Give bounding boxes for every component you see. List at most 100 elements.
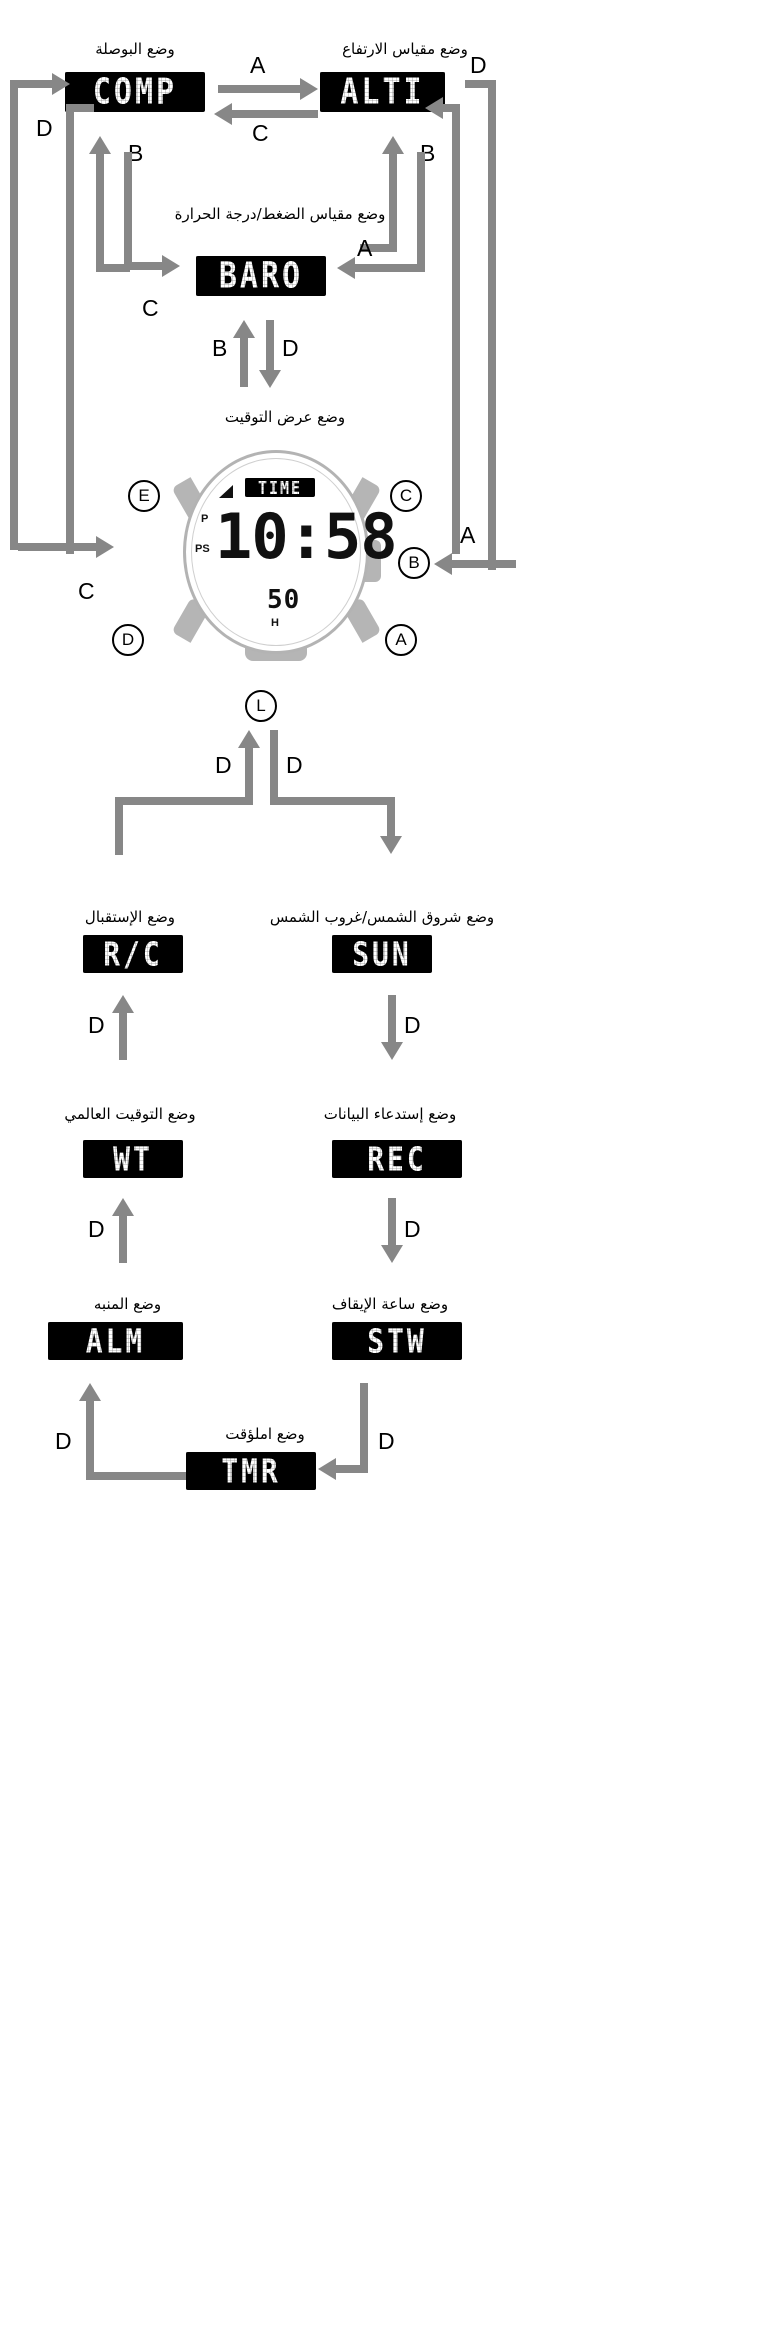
arrow-a-into-b-shaft bbox=[452, 560, 516, 568]
arrow-rc-up-shaft bbox=[119, 1010, 127, 1060]
mode-chip-comp-label: COMP bbox=[92, 71, 178, 113]
arrow-label-d-rc: D bbox=[88, 1012, 105, 1038]
mode-chip-wt[interactable]: WT bbox=[83, 1140, 183, 1178]
mode-chip-alti-label: ALTI bbox=[340, 71, 425, 113]
arrow-label-d-left: D bbox=[36, 115, 53, 141]
watch-button-label-a[interactable]: A bbox=[385, 624, 417, 656]
watch-button-label-d[interactable]: D bbox=[112, 624, 144, 656]
arrow-d-time-baro-shaft bbox=[266, 320, 274, 372]
arrow-d-branch-horizontal-right bbox=[270, 797, 395, 805]
mode-chip-stw[interactable]: STW bbox=[332, 1322, 462, 1360]
arrow-label-d-left-branch: D bbox=[215, 752, 232, 778]
arrow-c-comp-baro-head bbox=[162, 255, 180, 277]
watch-button-label-c[interactable]: C bbox=[390, 480, 422, 512]
arrow-a-right-vertical bbox=[452, 104, 460, 554]
watch-indicator-ps: PS bbox=[195, 543, 210, 555]
arrow-alm-up-shaft bbox=[86, 1398, 94, 1480]
arrow-c-comp-baro-vertical bbox=[124, 152, 132, 262]
stw-mode-caption: وضع ساعة الإيقاف bbox=[331, 1295, 449, 1313]
watch-indicator-triangle bbox=[219, 485, 233, 498]
arrow-d-right-vertical bbox=[488, 80, 496, 570]
arrow-wt-up-head bbox=[112, 1198, 134, 1216]
arrow-label-d-alm: D bbox=[55, 1428, 72, 1454]
watch-button-label-l[interactable]: L bbox=[245, 690, 277, 722]
mode-chip-stw-label: STW bbox=[367, 1321, 427, 1361]
arrow-label-d-rec: D bbox=[404, 1216, 421, 1242]
arrow-d-left-vertical bbox=[10, 80, 18, 550]
mode-chip-rc-label: R/C bbox=[103, 934, 163, 974]
watch-button-a-text: A bbox=[395, 630, 407, 649]
arrow-c-left-top-horizontal bbox=[66, 104, 94, 112]
arrow-label-a-into-b: A bbox=[460, 522, 476, 548]
arrow-d-branch-right-down bbox=[387, 797, 395, 839]
watch-unit-label: H bbox=[271, 617, 279, 629]
arrow-label-d-sun: D bbox=[404, 1012, 421, 1038]
arrow-label-c-alti-comp: C bbox=[252, 120, 269, 146]
arrow-alm-up-base bbox=[86, 1472, 186, 1480]
mode-chip-sun[interactable]: SUN bbox=[332, 935, 432, 973]
watch-button-c-text: C bbox=[399, 486, 413, 505]
mode-chip-alti[interactable]: ALTI bbox=[320, 71, 445, 113]
time-mode-caption: وضع عرض التوقيت bbox=[224, 408, 346, 426]
arrow-d-right-top-horizontal bbox=[465, 80, 496, 88]
mode-chip-alm-label: ALM bbox=[85, 1321, 146, 1361]
arrow-label-d-stw: D bbox=[378, 1428, 395, 1454]
watch-button-e-text: E bbox=[138, 486, 150, 505]
arrow-d-into-watch-head bbox=[96, 536, 114, 558]
arrow-c-comp-baro-horizontal bbox=[124, 262, 166, 270]
tmr-mode-caption: وضع املؤقت bbox=[225, 1425, 305, 1443]
arrow-b-baro-alti-horizontal bbox=[360, 244, 397, 252]
watch-button-label-e[interactable]: E bbox=[128, 480, 160, 512]
arrow-d-left-top-head bbox=[52, 73, 70, 95]
arrow-d-up-to-l-head bbox=[238, 730, 260, 748]
mode-chip-baro-label: BARO bbox=[218, 255, 304, 297]
arrow-b-baro-comp-shaft bbox=[96, 152, 104, 272]
arrow-d-left-top-horizontal bbox=[10, 80, 60, 88]
comp-mode-caption: وضع البوصلة bbox=[95, 40, 175, 58]
arrow-sun-down-head bbox=[381, 1042, 403, 1060]
watch-indicator-p: P bbox=[201, 513, 209, 525]
arrow-label-a-alti-baro: A bbox=[357, 235, 373, 261]
sun-mode-caption: وضع شروق الشمس/غروب الشمس bbox=[269, 908, 495, 926]
watch-button-l-text: L bbox=[256, 696, 266, 715]
arrow-label-d-wt: D bbox=[88, 1216, 105, 1242]
arrow-b-baro-time-shaft bbox=[240, 335, 248, 387]
arrow-label-d-right-branch: D bbox=[286, 752, 303, 778]
watch-button-b-text: B bbox=[408, 553, 420, 572]
arrow-label-b-baro-time: B bbox=[212, 335, 228, 361]
arrow-d-into-watch-shaft bbox=[18, 543, 100, 551]
mode-chip-comp[interactable]: COMP bbox=[65, 71, 205, 113]
watch-button-label-b[interactable]: B bbox=[398, 547, 430, 579]
arrow-d-branch-left-down bbox=[115, 797, 123, 855]
arrow-label-a-comp-alti: A bbox=[250, 52, 266, 78]
arrow-label-c-comp-baro: C bbox=[142, 295, 159, 321]
mode-chip-rc[interactable]: R/C bbox=[83, 935, 183, 973]
arrow-label-d-right: D bbox=[470, 52, 487, 78]
mode-chip-baro[interactable]: BARO bbox=[196, 255, 326, 297]
arrow-alti-to-comp-shaft bbox=[232, 110, 318, 118]
mode-chip-tmr-label: TMR bbox=[221, 1451, 281, 1491]
arrow-stw-down-head bbox=[318, 1458, 336, 1480]
mode-chip-rec[interactable]: REC bbox=[332, 1140, 462, 1178]
watch-time-display: 10:58 bbox=[215, 500, 398, 573]
arrow-comp-to-alti-head bbox=[300, 78, 318, 100]
watch-illustration: TIME P PS 10:58 50 H bbox=[171, 445, 398, 695]
arrow-a-right-top-horizontal bbox=[436, 104, 460, 112]
arrow-a-into-b-head bbox=[434, 553, 452, 575]
arrow-alm-up-head bbox=[79, 1383, 101, 1401]
rec-mode-caption: وضع إستدعاء البيانات bbox=[323, 1105, 457, 1123]
wt-mode-caption: وضع التوقيت العالمي bbox=[64, 1105, 196, 1123]
arrow-sun-down-shaft bbox=[388, 995, 396, 1045]
arrow-d-down-right-vertical bbox=[270, 730, 278, 805]
arrow-rec-down-head bbox=[381, 1245, 403, 1263]
arrow-rec-down-shaft bbox=[388, 1198, 396, 1248]
alti-mode-caption: وضع مقياس الارتفاع bbox=[342, 40, 468, 58]
mode-chip-alm[interactable]: ALM bbox=[48, 1322, 183, 1360]
watch-seconds-display: 50 bbox=[267, 585, 301, 615]
arrow-alti-to-comp-head bbox=[214, 103, 232, 125]
baro-mode-caption: وضع مقياس الضغط/درجة الحرارة bbox=[174, 205, 386, 223]
mode-chip-tmr[interactable]: TMR bbox=[186, 1452, 316, 1490]
mode-chip-wt-label: WT bbox=[113, 1139, 153, 1179]
arrow-comp-to-alti-shaft bbox=[218, 85, 304, 93]
